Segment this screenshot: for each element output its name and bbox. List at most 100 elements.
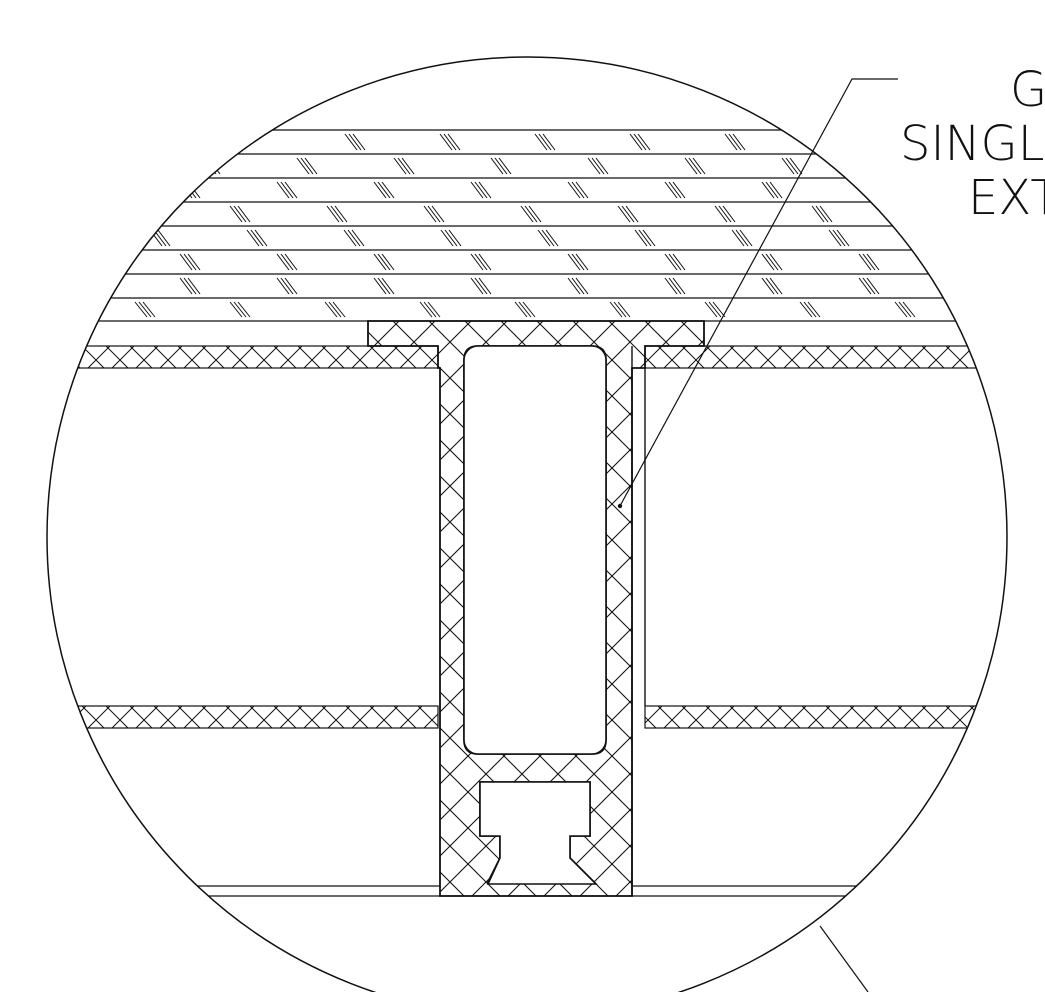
glass-tick xyxy=(617,301,631,318)
glass-tick xyxy=(284,181,298,199)
glass-tick xyxy=(199,157,213,175)
glass-tick xyxy=(470,253,484,271)
glass-tick xyxy=(862,277,876,295)
glass-tick xyxy=(638,229,652,247)
glass-tick xyxy=(761,253,775,271)
glass-tick xyxy=(819,205,833,223)
glass-tick xyxy=(712,301,726,318)
section-pointer-line xyxy=(819,925,869,992)
glass-tick xyxy=(541,229,555,247)
glass-tick xyxy=(761,181,775,199)
glass-tick xyxy=(494,157,508,175)
glass-layers xyxy=(47,129,1007,322)
glass-tick xyxy=(478,277,492,295)
glass-tick xyxy=(474,181,488,199)
glass-tick xyxy=(284,253,298,271)
glass-tick xyxy=(827,133,841,151)
glass-tick xyxy=(866,181,880,199)
glass-tick xyxy=(401,157,415,175)
glass-tick xyxy=(377,253,391,271)
glass-tick xyxy=(142,301,156,318)
glass-tick xyxy=(807,301,821,318)
glass-tick xyxy=(334,205,348,223)
glass-tick xyxy=(613,301,627,318)
glass-tick xyxy=(933,229,947,247)
glass-tick xyxy=(344,133,358,151)
glass-tick xyxy=(440,229,454,247)
glass-tick xyxy=(708,301,722,318)
glass-tick xyxy=(587,157,601,175)
glass-tick xyxy=(769,181,783,199)
glass-tick xyxy=(330,205,344,223)
glass-tick xyxy=(397,157,411,175)
glass-tick xyxy=(765,253,779,271)
glass-tick xyxy=(187,253,201,271)
glass-tick xyxy=(528,205,542,223)
glass-tick xyxy=(393,157,407,175)
glass-tick xyxy=(912,205,926,223)
glass-tick xyxy=(439,133,453,151)
glass-tick xyxy=(250,229,264,247)
glass-tick xyxy=(474,277,488,295)
glass-tick xyxy=(765,277,779,295)
glass-tick xyxy=(524,205,538,223)
right-panel-bottom-facing xyxy=(644,705,1007,729)
glass-tick xyxy=(328,301,342,318)
glass-tick xyxy=(575,277,589,295)
glass-tick xyxy=(894,301,908,318)
glass-tick xyxy=(789,157,803,175)
glass-tick xyxy=(722,205,736,223)
glass-tick xyxy=(672,277,686,295)
glass-tick xyxy=(207,157,221,175)
glass-tick xyxy=(478,181,492,199)
glass-tick xyxy=(803,301,817,318)
glass-tick xyxy=(179,277,193,295)
glass-tick xyxy=(284,277,298,295)
glass-tick xyxy=(183,253,197,271)
glass-tick xyxy=(490,157,504,175)
glass-tick xyxy=(642,229,656,247)
glass-tick xyxy=(621,205,635,223)
glass-tick xyxy=(187,277,201,295)
glass-tick xyxy=(866,277,880,295)
glass-tick xyxy=(518,301,532,318)
glass-tick xyxy=(373,277,387,295)
extrusion-inner-wall xyxy=(631,346,646,896)
glass-tick xyxy=(781,157,795,175)
glass-tick xyxy=(724,133,738,151)
glass-tick xyxy=(427,301,441,318)
glass-tick xyxy=(916,205,930,223)
glass-tick xyxy=(664,277,678,295)
glass-tick xyxy=(448,229,462,247)
glass-tick xyxy=(955,181,969,199)
glass-tick xyxy=(179,253,193,271)
glass-tick xyxy=(373,253,387,271)
glass-tick xyxy=(229,205,243,223)
glass-tick xyxy=(567,253,581,271)
glass-tick xyxy=(769,253,783,271)
glass-tick xyxy=(381,253,395,271)
glass-tick xyxy=(688,157,702,175)
glass-tick xyxy=(761,277,775,295)
glass-tick xyxy=(898,301,912,318)
glass-tick xyxy=(352,133,366,151)
glass-tick xyxy=(296,157,310,175)
glass-tick xyxy=(280,253,294,271)
glass-tick xyxy=(183,277,197,295)
callout-leader xyxy=(619,78,898,507)
glass-tick xyxy=(963,253,977,271)
glass-tick xyxy=(138,301,152,318)
glass-tick xyxy=(765,181,779,199)
glass-tick xyxy=(423,205,437,223)
glass-tick xyxy=(908,205,922,223)
glass-tick xyxy=(823,133,837,151)
glass-tick xyxy=(237,205,251,223)
glass-tick xyxy=(955,277,969,295)
glass-tick xyxy=(735,229,749,247)
extrusion-bottom-slot xyxy=(479,781,598,885)
glass-tick xyxy=(862,253,876,271)
detail-circle-contents xyxy=(47,129,1007,897)
glass-tick xyxy=(634,229,648,247)
glass-tick xyxy=(959,277,973,295)
glass-tick xyxy=(514,301,528,318)
